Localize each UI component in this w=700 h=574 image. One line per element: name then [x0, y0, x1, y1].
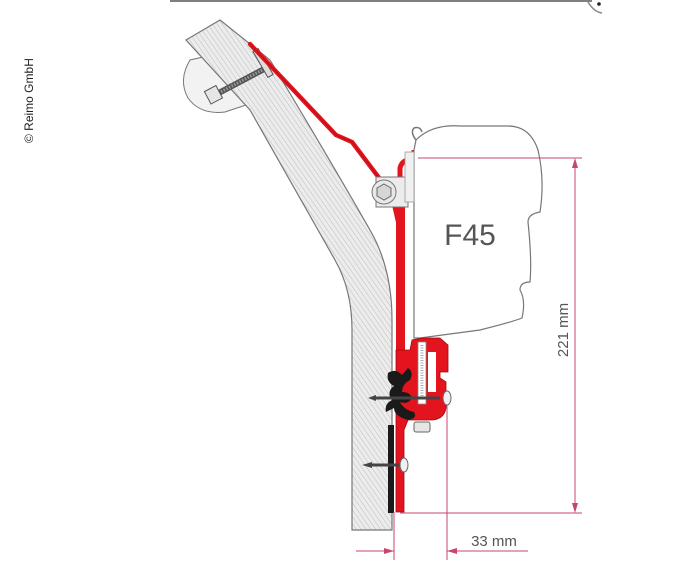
- awning-housing-f45: F45: [404, 125, 543, 339]
- depth-dimension-label: 33 mm: [471, 533, 517, 550]
- dimension-height: 221 mm: [400, 157, 582, 514]
- adapter-lower-profile: [395, 337, 449, 513]
- rubber-seal: [385, 368, 416, 513]
- frame-top-line: [170, 0, 603, 14]
- height-dimension-label: 221 mm: [555, 303, 572, 357]
- vehicle-wall-section: [185, 19, 393, 531]
- screw-lower: [362, 457, 409, 473]
- dimension-depth: 33 mm: [356, 405, 528, 560]
- hinge-block: [371, 176, 409, 208]
- awning-model-label: F45: [444, 219, 496, 252]
